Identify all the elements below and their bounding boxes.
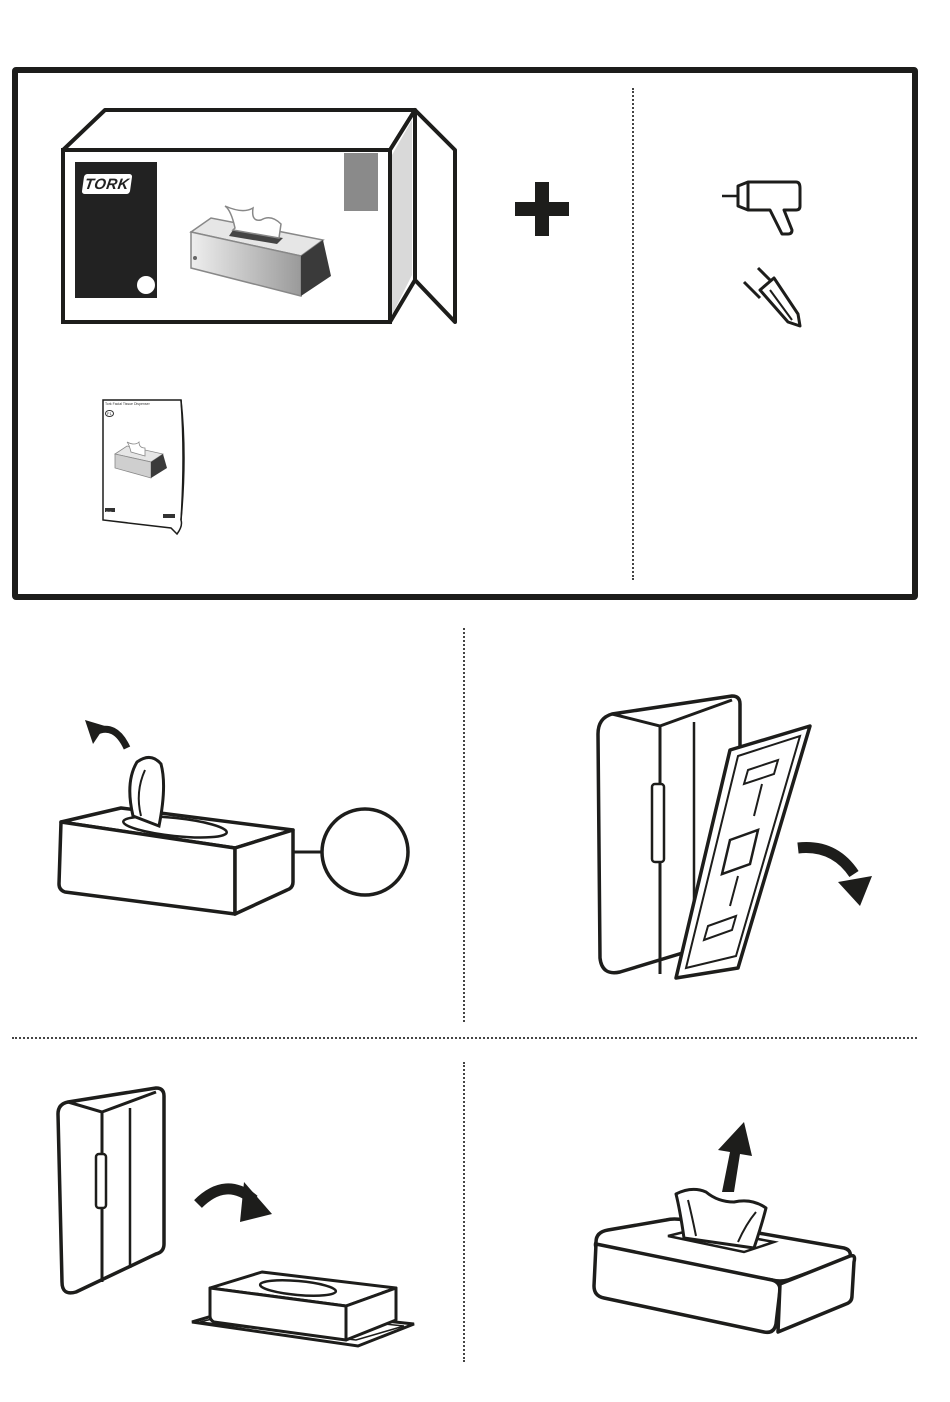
dispenser-with-tissue [588,1120,860,1342]
circle-callout [322,809,408,895]
booklet-code: F1 [105,410,114,417]
tork-logo-text: TORK [84,176,131,193]
screwdriver-icon [740,264,806,334]
plus-icon [515,182,569,236]
dispenser-with-backplate [590,692,880,984]
curved-arrow-down-icon [798,848,872,906]
instruction-booklet: Tork Facial Tissue Dispenser F1 Tork [101,396,187,536]
steps-divider-top [463,628,465,1022]
drill-icon [720,176,804,238]
contents-divider [632,88,634,580]
arrow-up-icon [718,1122,752,1192]
curved-arrow-back-icon [85,720,127,748]
tork-logo: TORK [82,174,133,194]
dispenser-over-box [50,1084,422,1374]
open-tissue-box [55,712,415,922]
booklet-logo: Tork [106,510,112,514]
booklet-title: Tork Facial Tissue Dispenser [105,402,150,406]
steps-divider-bottom [463,1062,465,1362]
steps-divider-horizontal [12,1037,917,1039]
curved-arrow-right-icon [198,1182,272,1222]
tork-facial-tissue-dispenser [183,200,338,300]
